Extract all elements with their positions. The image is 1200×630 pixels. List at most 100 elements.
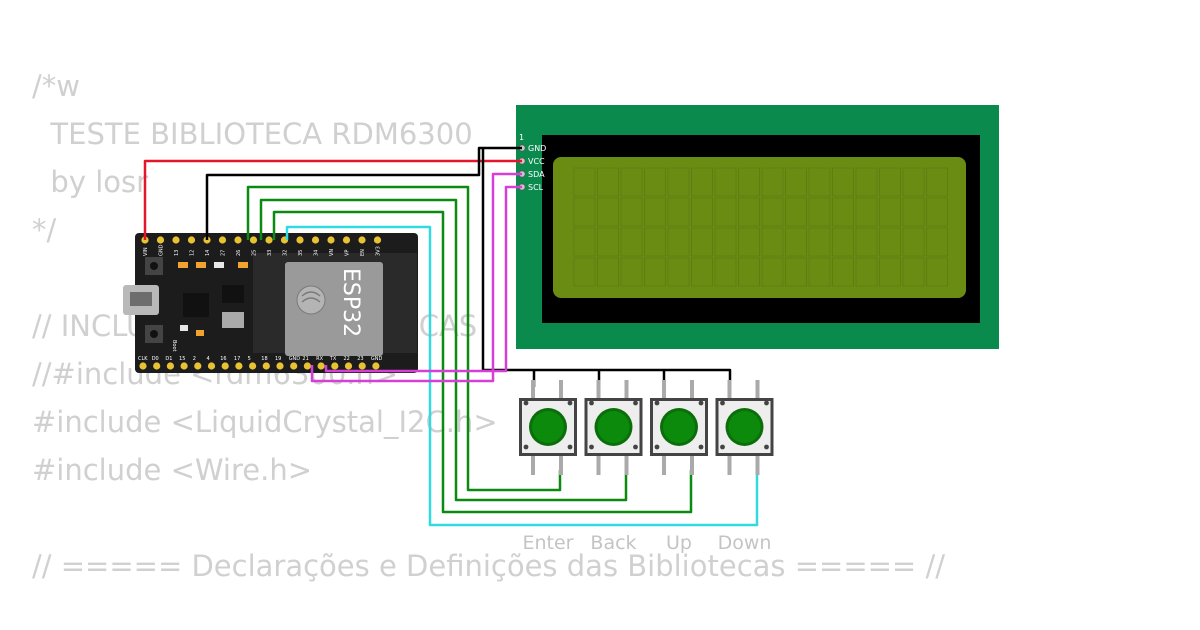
- pushbutton-back[interactable]: Back: [584, 380, 643, 554]
- header-pin[interactable]: [358, 362, 366, 370]
- header-pin[interactable]: [311, 236, 320, 244]
- button-label-up: Up: [666, 532, 692, 554]
- pin-label: 13: [174, 250, 180, 256]
- pin-label: 33: [267, 250, 273, 256]
- pin-label: 4: [207, 356, 210, 362]
- header-pin[interactable]: [153, 362, 161, 370]
- header-pin[interactable]: [265, 236, 273, 244]
- pin-label: 3V3: [376, 246, 382, 256]
- lcd-character-grid: [573, 167, 948, 287]
- pin-label: GND: [289, 356, 301, 362]
- wire-gnd-lcd: [205, 146, 522, 240]
- header-pin[interactable]: [221, 362, 229, 370]
- lcd-pin-label: VCC: [528, 157, 545, 166]
- header-pin[interactable]: [180, 362, 188, 370]
- pin-label: 21: [302, 356, 308, 362]
- pin-label: TX: [329, 356, 337, 362]
- pin-label: GND: [159, 244, 165, 256]
- esp32-chip-label: ESP32: [338, 268, 363, 337]
- pushbutton-enter[interactable]: Enter: [519, 380, 577, 554]
- code-line: // ===== Declarações e Definições das Bi…: [32, 549, 945, 583]
- pin-label: D1: [165, 356, 172, 362]
- regulator-chip: [222, 312, 244, 328]
- pin-label: 22: [344, 356, 350, 362]
- pin-label: 23: [357, 356, 363, 362]
- pin-label: 16: [220, 356, 226, 362]
- header-pin[interactable]: [166, 362, 174, 370]
- wire-vcc: [143, 159, 522, 240]
- pin-label: 12: [190, 250, 196, 256]
- pin-label: 15: [179, 356, 185, 362]
- header-pin[interactable]: [207, 362, 216, 370]
- pin-label: 19: [275, 356, 281, 362]
- header-pin[interactable]: [317, 362, 325, 370]
- header-pin[interactable]: [156, 236, 165, 244]
- header-pin[interactable]: [235, 362, 243, 370]
- header-pin[interactable]: [234, 236, 242, 244]
- header-pin[interactable]: [172, 236, 180, 244]
- pin-label: 34: [314, 250, 320, 256]
- header-pin[interactable]: [139, 362, 147, 370]
- header-pin[interactable]: [327, 236, 335, 244]
- pin-label: GND: [371, 356, 383, 362]
- code-line: /*w: [32, 69, 80, 103]
- header-pin[interactable]: [290, 362, 298, 370]
- header-pin[interactable]: [194, 362, 202, 370]
- wires: [143, 146, 759, 527]
- pin-label: 25: [252, 250, 258, 256]
- pin-label: CLK: [138, 356, 148, 362]
- pin-label: EN: [360, 249, 366, 256]
- header-pin[interactable]: [218, 236, 227, 244]
- pin-label: 5: [248, 356, 251, 362]
- header-pin[interactable]: [187, 236, 196, 244]
- lcd-pin-label: SDA: [528, 170, 545, 179]
- button-label-enter: Enter: [523, 532, 574, 554]
- pin-label: 35: [298, 250, 304, 256]
- header-pin[interactable]: [296, 236, 304, 244]
- header-pin[interactable]: [262, 362, 270, 370]
- header-pin[interactable]: [276, 362, 284, 370]
- pushbutton-down[interactable]: Down: [715, 380, 774, 554]
- lcd-pin-1-marker: 1: [519, 133, 524, 142]
- pin-label: VN: [329, 249, 335, 256]
- pin-label: VIN: [143, 247, 149, 256]
- usb-uart-chip: [183, 293, 209, 317]
- pin-label: 27: [221, 250, 227, 256]
- pin-label: 2: [193, 356, 196, 362]
- wire-down: [285, 225, 759, 527]
- pushbutton-up[interactable]: Up: [650, 380, 708, 554]
- wire-up: [272, 210, 693, 514]
- header-pin[interactable]: [344, 362, 353, 370]
- wire-sda: [310, 172, 522, 383]
- header-pin[interactable]: [358, 236, 366, 244]
- boot-label: Boot: [171, 340, 177, 352]
- code-line: #include <Wire.h>: [32, 453, 313, 487]
- header-pin[interactable]: [303, 362, 311, 370]
- header-pin[interactable]: [342, 236, 351, 244]
- wire-scl: [324, 185, 522, 373]
- pin-label: VP: [345, 250, 351, 256]
- wire-gnd-buttons: [481, 148, 732, 387]
- pin-label: 18: [261, 356, 267, 362]
- code-line: by losr: [32, 165, 149, 199]
- pin-label: D0: [152, 356, 159, 362]
- pin-label: RX: [316, 356, 323, 362]
- header-pin[interactable]: [249, 236, 258, 244]
- lcd-pin-label: SCL: [528, 183, 544, 192]
- esp32-module-shield: [285, 262, 383, 356]
- pin-label: 17: [234, 356, 240, 362]
- header-pin[interactable]: [331, 362, 339, 370]
- header-pin[interactable]: [372, 362, 380, 370]
- header-pin[interactable]: [249, 362, 257, 370]
- button-label-back: Back: [590, 532, 636, 554]
- pin-label: 26: [236, 250, 242, 256]
- wire-back: [259, 198, 628, 502]
- code-line: */: [32, 213, 57, 247]
- header-pin[interactable]: [373, 236, 382, 244]
- espressif-logo-icon: [296, 285, 326, 315]
- wire-enter: [246, 185, 562, 492]
